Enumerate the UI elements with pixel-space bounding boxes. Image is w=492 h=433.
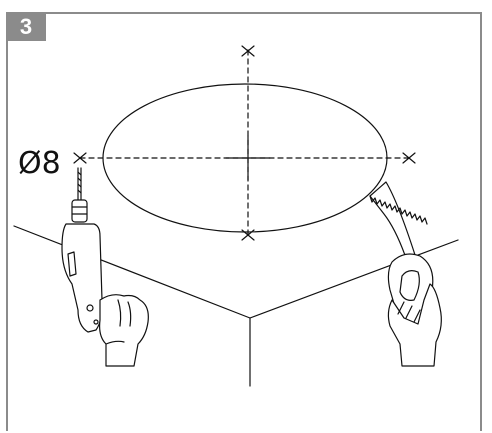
hand-saw-icon <box>369 181 442 367</box>
center-cross <box>225 135 271 181</box>
cross-mark-icon <box>73 152 87 164</box>
countertop-edges <box>13 225 459 387</box>
center-guide-lines <box>79 49 413 237</box>
drill-icon <box>61 167 149 367</box>
drill-diameter-label: Ø8 <box>18 146 61 181</box>
cross-mark-icon <box>402 152 416 164</box>
step-number-badge: 3 <box>6 12 46 41</box>
panel-frame <box>6 12 482 431</box>
cross-mark-icon <box>241 229 255 241</box>
cross-mark-icon <box>241 45 255 57</box>
